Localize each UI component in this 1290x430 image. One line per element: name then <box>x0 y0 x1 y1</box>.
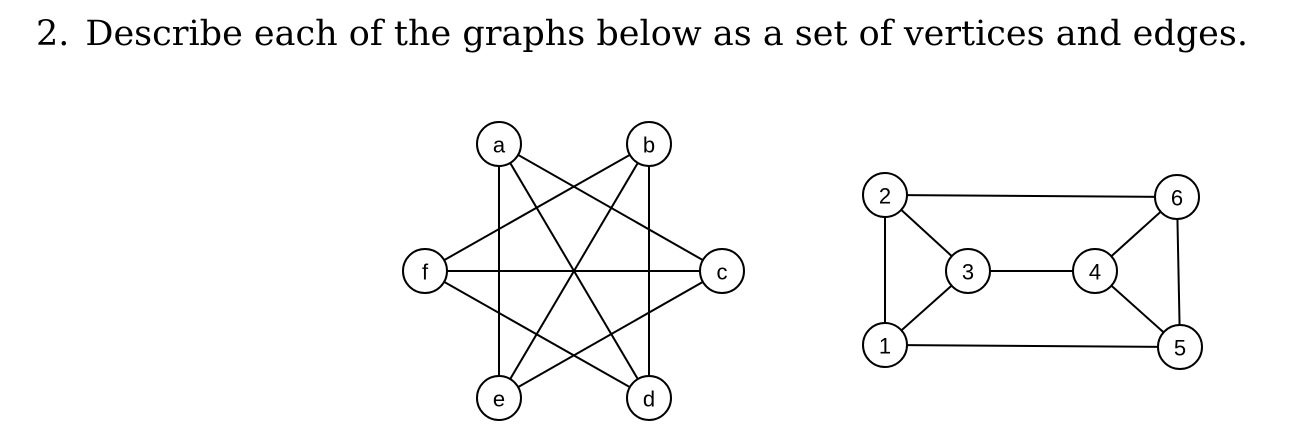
vertex-circle <box>402 248 448 294</box>
vertex-label: b <box>643 133 655 158</box>
vertex-circle <box>626 121 672 167</box>
vertex-label: d <box>643 387 655 412</box>
edge-1-5 <box>884 344 1181 348</box>
vertex-label: 3 <box>962 260 974 285</box>
vertex-circle <box>476 375 522 421</box>
vertex-circle <box>1157 324 1203 370</box>
vertex-label: 4 <box>1089 260 1101 285</box>
vertex-4: 4 <box>1072 248 1118 294</box>
vertex-c: c <box>699 248 745 294</box>
vertex-label: f <box>422 260 429 285</box>
edge-d-f <box>424 270 650 399</box>
vertex-circle <box>1154 174 1200 220</box>
vertex-label: 1 <box>879 334 891 359</box>
vertex-d: d <box>626 375 672 421</box>
vertex-circle <box>862 322 908 368</box>
edges-layer <box>424 143 1181 399</box>
vertex-a: a <box>476 121 522 167</box>
vertex-3: 3 <box>945 248 991 294</box>
vertex-2: 2 <box>862 172 908 218</box>
vertex-label: 5 <box>1174 336 1186 361</box>
vertex-f: f <box>402 248 448 294</box>
vertex-label: 2 <box>879 184 891 209</box>
vertex-label: e <box>493 387 505 412</box>
vertex-circle <box>699 248 745 294</box>
vertex-circle <box>1072 248 1118 294</box>
edge-b-f <box>424 143 650 272</box>
vertex-label: c <box>717 260 728 285</box>
vertex-circle <box>862 172 908 218</box>
vertex-circle <box>626 375 672 421</box>
nodes-layer: a b c d e f 1 2 3 4 5 6 <box>402 121 1203 421</box>
vertex-label: a <box>493 133 506 158</box>
edge-5-6 <box>1176 196 1181 348</box>
question-number: 2. <box>36 14 70 54</box>
edge-c-e <box>498 270 723 399</box>
vertex-label: 6 <box>1171 186 1183 211</box>
vertex-b: b <box>626 121 672 167</box>
edge-2-6 <box>884 194 1178 198</box>
vertex-1: 1 <box>862 322 908 368</box>
vertex-6: 6 <box>1154 174 1200 220</box>
question-text: Describe each of the graphs below as a s… <box>85 14 1248 54</box>
vertex-e: e <box>476 375 522 421</box>
vertex-5: 5 <box>1157 324 1203 370</box>
question-heading: 2. Describe each of the graphs below as a… <box>36 14 1248 54</box>
vertex-circle <box>945 248 991 294</box>
vertex-circle <box>476 121 522 167</box>
